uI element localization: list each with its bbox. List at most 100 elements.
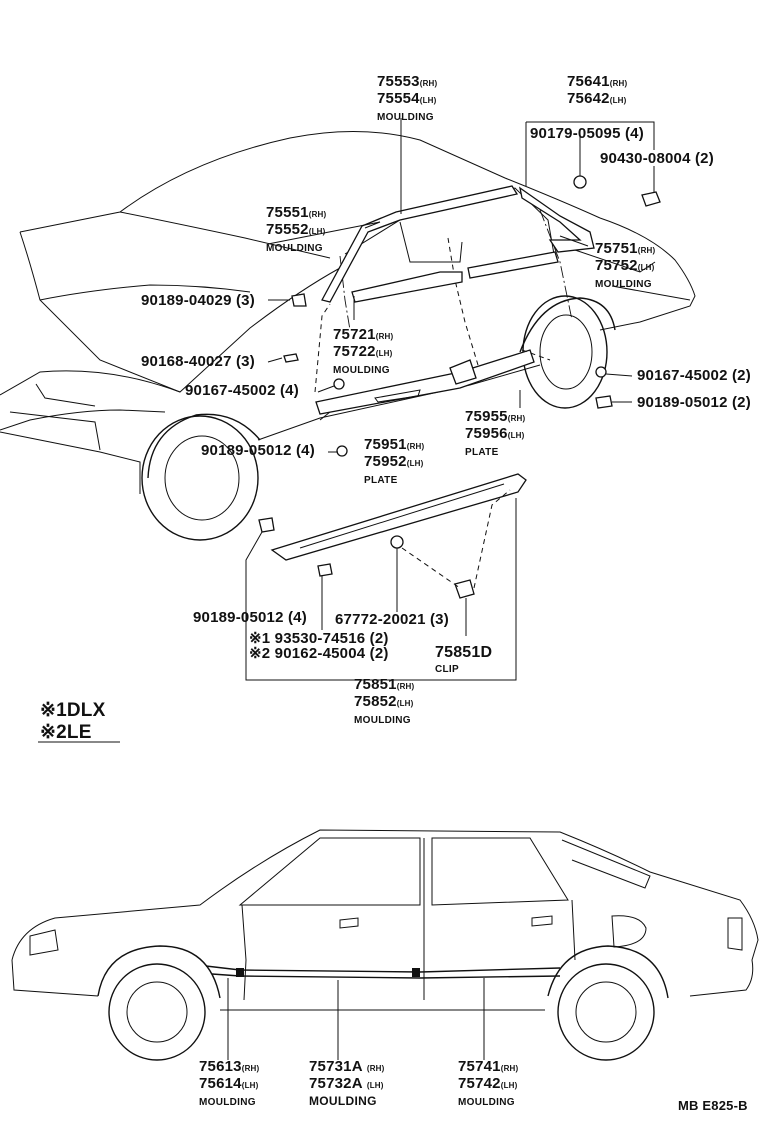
part-number: 75721 — [333, 326, 376, 343]
part-name: PLATE — [465, 447, 499, 458]
part-number: 75642 — [567, 90, 610, 107]
callout-90168-40027: 90168-40027 (3) — [141, 354, 255, 369]
part-name: MOULDING — [458, 1097, 515, 1108]
part-number: 90189-05012 (4) — [193, 609, 307, 626]
side-tag: (RH) — [500, 1064, 519, 1073]
fastener-icons — [283, 175, 661, 457]
part-number: 90189-05012 (4) — [201, 442, 315, 459]
part-number: 75956 — [465, 425, 508, 442]
part-number: 75551 — [266, 204, 309, 221]
callout-75851-75852: 75851(RH) 75852(LH) MOULDING — [354, 677, 414, 726]
callout-90189-05012-4-lower: 90189-05012 (4) — [193, 610, 307, 625]
part-number: 90179-05095 (4) — [530, 125, 644, 142]
part-number: 75553 — [377, 73, 420, 90]
part-number: 75851 — [354, 676, 397, 693]
part-number: 90189-05012 (2) — [637, 394, 751, 411]
part-number: 75613 — [199, 1058, 242, 1075]
callout-75731A-75732A: 75731A (RH) 75732A (LH) MOULDING — [309, 1059, 385, 1108]
side-tag: (RH) — [609, 79, 628, 88]
part-number: 75614 — [199, 1075, 242, 1092]
side-tag: (RH) — [507, 414, 526, 423]
side-tag: (LH) — [308, 227, 326, 236]
footer-code: MB E825-B — [678, 1098, 748, 1113]
part-number: 75951 — [364, 436, 407, 453]
callout-90167-45002-4: 90167-45002 (4) — [185, 383, 299, 398]
part-number: ※1 93530-74516 (2) — [249, 630, 389, 647]
side-tag: (RH) — [419, 79, 438, 88]
part-number: 75752 — [595, 257, 638, 274]
part-number: 75732A — [309, 1075, 363, 1092]
part-number: 90168-40027 (3) — [141, 353, 255, 370]
callout-75951-75952: 75951(RH) 75952(LH) PLATE — [364, 437, 424, 486]
part-number: 75722 — [333, 343, 376, 360]
part-number: 75851D — [435, 644, 493, 661]
side-tag: (LH) — [507, 431, 525, 440]
part-name: MOULDING — [266, 243, 323, 254]
part-number: 75955 — [465, 408, 508, 425]
part-name: MOULDING — [377, 112, 434, 123]
part-name: MOULDING — [354, 715, 411, 726]
callout-75851D: 75851D CLIP — [435, 644, 493, 676]
side-view-car — [11, 829, 759, 1061]
callout-90167-45002-2: 90167-45002 (2) — [637, 368, 751, 383]
part-name: MOULDING — [309, 1094, 377, 1108]
callout-90189-05012-2: 90189-05012 (2) — [637, 395, 751, 410]
callout-90430-08004: 90430-08004 (2) — [600, 151, 714, 166]
part-number: 90430-08004 (2) — [600, 150, 714, 167]
part-number: 75952 — [364, 453, 407, 470]
callout-90189-04029: 90189-04029 (3) — [141, 293, 255, 308]
part-name: PLATE — [364, 475, 398, 486]
side-tag: (LH) — [419, 96, 437, 105]
part-name: MOULDING — [333, 365, 390, 376]
side-tag: (LH) — [396, 699, 414, 708]
side-tag: (LH) — [637, 263, 655, 272]
legend-item: ※1DLX — [40, 700, 106, 721]
part-name: CLIP — [435, 664, 459, 675]
part-number: 75552 — [266, 221, 309, 238]
part-number: 75751 — [595, 240, 638, 257]
callout-90179-05095: 90179-05095 (4) — [530, 126, 644, 141]
side-tag: (RH) — [637, 246, 656, 255]
side-tag: (LH) — [406, 459, 424, 468]
part-number: ※2 90162-45004 (2) — [249, 645, 389, 662]
side-tag: (RH) — [366, 1064, 385, 1073]
part-name: MOULDING — [595, 279, 652, 290]
part-number: 75852 — [354, 693, 397, 710]
callout-75741-75742: 75741(RH) 75742(LH) MOULDING — [458, 1059, 518, 1108]
callout-90189-05012-4-upper: 90189-05012 (4) — [201, 443, 315, 458]
part-number: 75741 — [458, 1058, 501, 1075]
legend-item: ※2LE — [40, 722, 92, 743]
side-tag: (LH) — [609, 96, 627, 105]
callout-67772-20021: 67772-20021 (3) — [335, 612, 449, 627]
side-tag: (RH) — [396, 682, 415, 691]
part-number: 75731A — [309, 1058, 363, 1075]
leader-lines — [267, 118, 655, 453]
perspective-car-body — [0, 131, 696, 541]
side-tag: (RH) — [375, 332, 394, 341]
door-moulding-separate — [245, 473, 527, 681]
side-tag: (RH) — [308, 210, 327, 219]
part-number: 90167-45002 (4) — [185, 382, 299, 399]
part-number: 90189-04029 (3) — [141, 292, 255, 309]
part-number: 75742 — [458, 1075, 501, 1092]
part-name: MOULDING — [199, 1097, 256, 1108]
callout-75553-75554: 75553(RH) 75554(LH) MOULDING — [377, 74, 437, 123]
part-number: 75641 — [567, 73, 610, 90]
callout-75613-75614: 75613(RH) 75614(LH) MOULDING — [199, 1059, 259, 1108]
side-tag: (LH) — [366, 1081, 384, 1090]
part-number: 75554 — [377, 90, 420, 107]
callout-75721-75722: 75721(RH) 75722(LH) MOULDING — [333, 327, 393, 376]
callout-75641-75642: 75641(RH) 75642(LH) — [567, 74, 627, 108]
side-tag: (RH) — [241, 1064, 260, 1073]
callout-75751-75752: 75751(RH) 75752(LH) MOULDING — [595, 241, 655, 290]
side-tag: (LH) — [241, 1081, 259, 1090]
side-tag: (RH) — [406, 442, 425, 451]
callout-75955-75956: 75955(RH) 75956(LH) PLATE — [465, 409, 525, 458]
part-number: 90167-45002 (2) — [637, 367, 751, 384]
part-number: 67772-20021 (3) — [335, 611, 449, 628]
upper-mouldings — [315, 185, 595, 415]
callout-93530-90162: ※1 93530-74516 (2) ※2 90162-45004 (2) — [249, 631, 389, 661]
side-tag: (LH) — [375, 349, 393, 358]
callout-75551-75552: 75551(RH) 75552(LH) MOULDING — [266, 205, 326, 254]
